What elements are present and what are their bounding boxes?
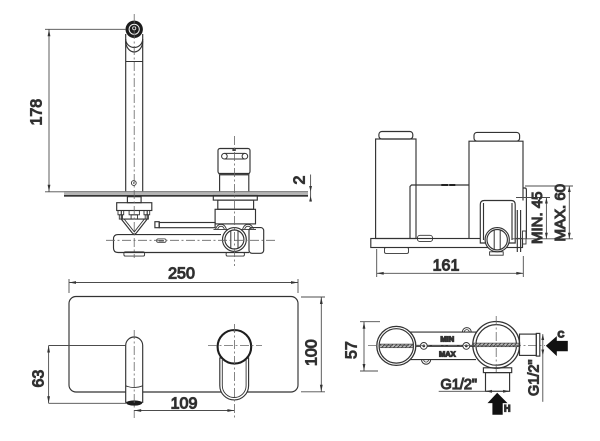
svg-text:MIN: MIN xyxy=(440,334,454,343)
svg-text:109: 109 xyxy=(171,396,198,413)
svg-text:100: 100 xyxy=(304,339,321,366)
svg-text:250: 250 xyxy=(168,266,195,283)
svg-text:2: 2 xyxy=(292,176,309,185)
svg-text:MAX: MAX xyxy=(439,350,456,359)
svg-text:63: 63 xyxy=(31,370,48,388)
svg-text:G1/2": G1/2" xyxy=(441,377,478,393)
svg-text:H: H xyxy=(504,403,511,413)
svg-text:G1/2": G1/2" xyxy=(527,359,543,396)
svg-text:161: 161 xyxy=(433,258,460,275)
svg-text:MAX. 60: MAX. 60 xyxy=(552,184,569,242)
svg-text:57: 57 xyxy=(343,341,360,359)
svg-text:C: C xyxy=(557,329,564,340)
svg-text:178: 178 xyxy=(29,99,46,126)
svg-text:MIN. 45: MIN. 45 xyxy=(529,191,546,244)
